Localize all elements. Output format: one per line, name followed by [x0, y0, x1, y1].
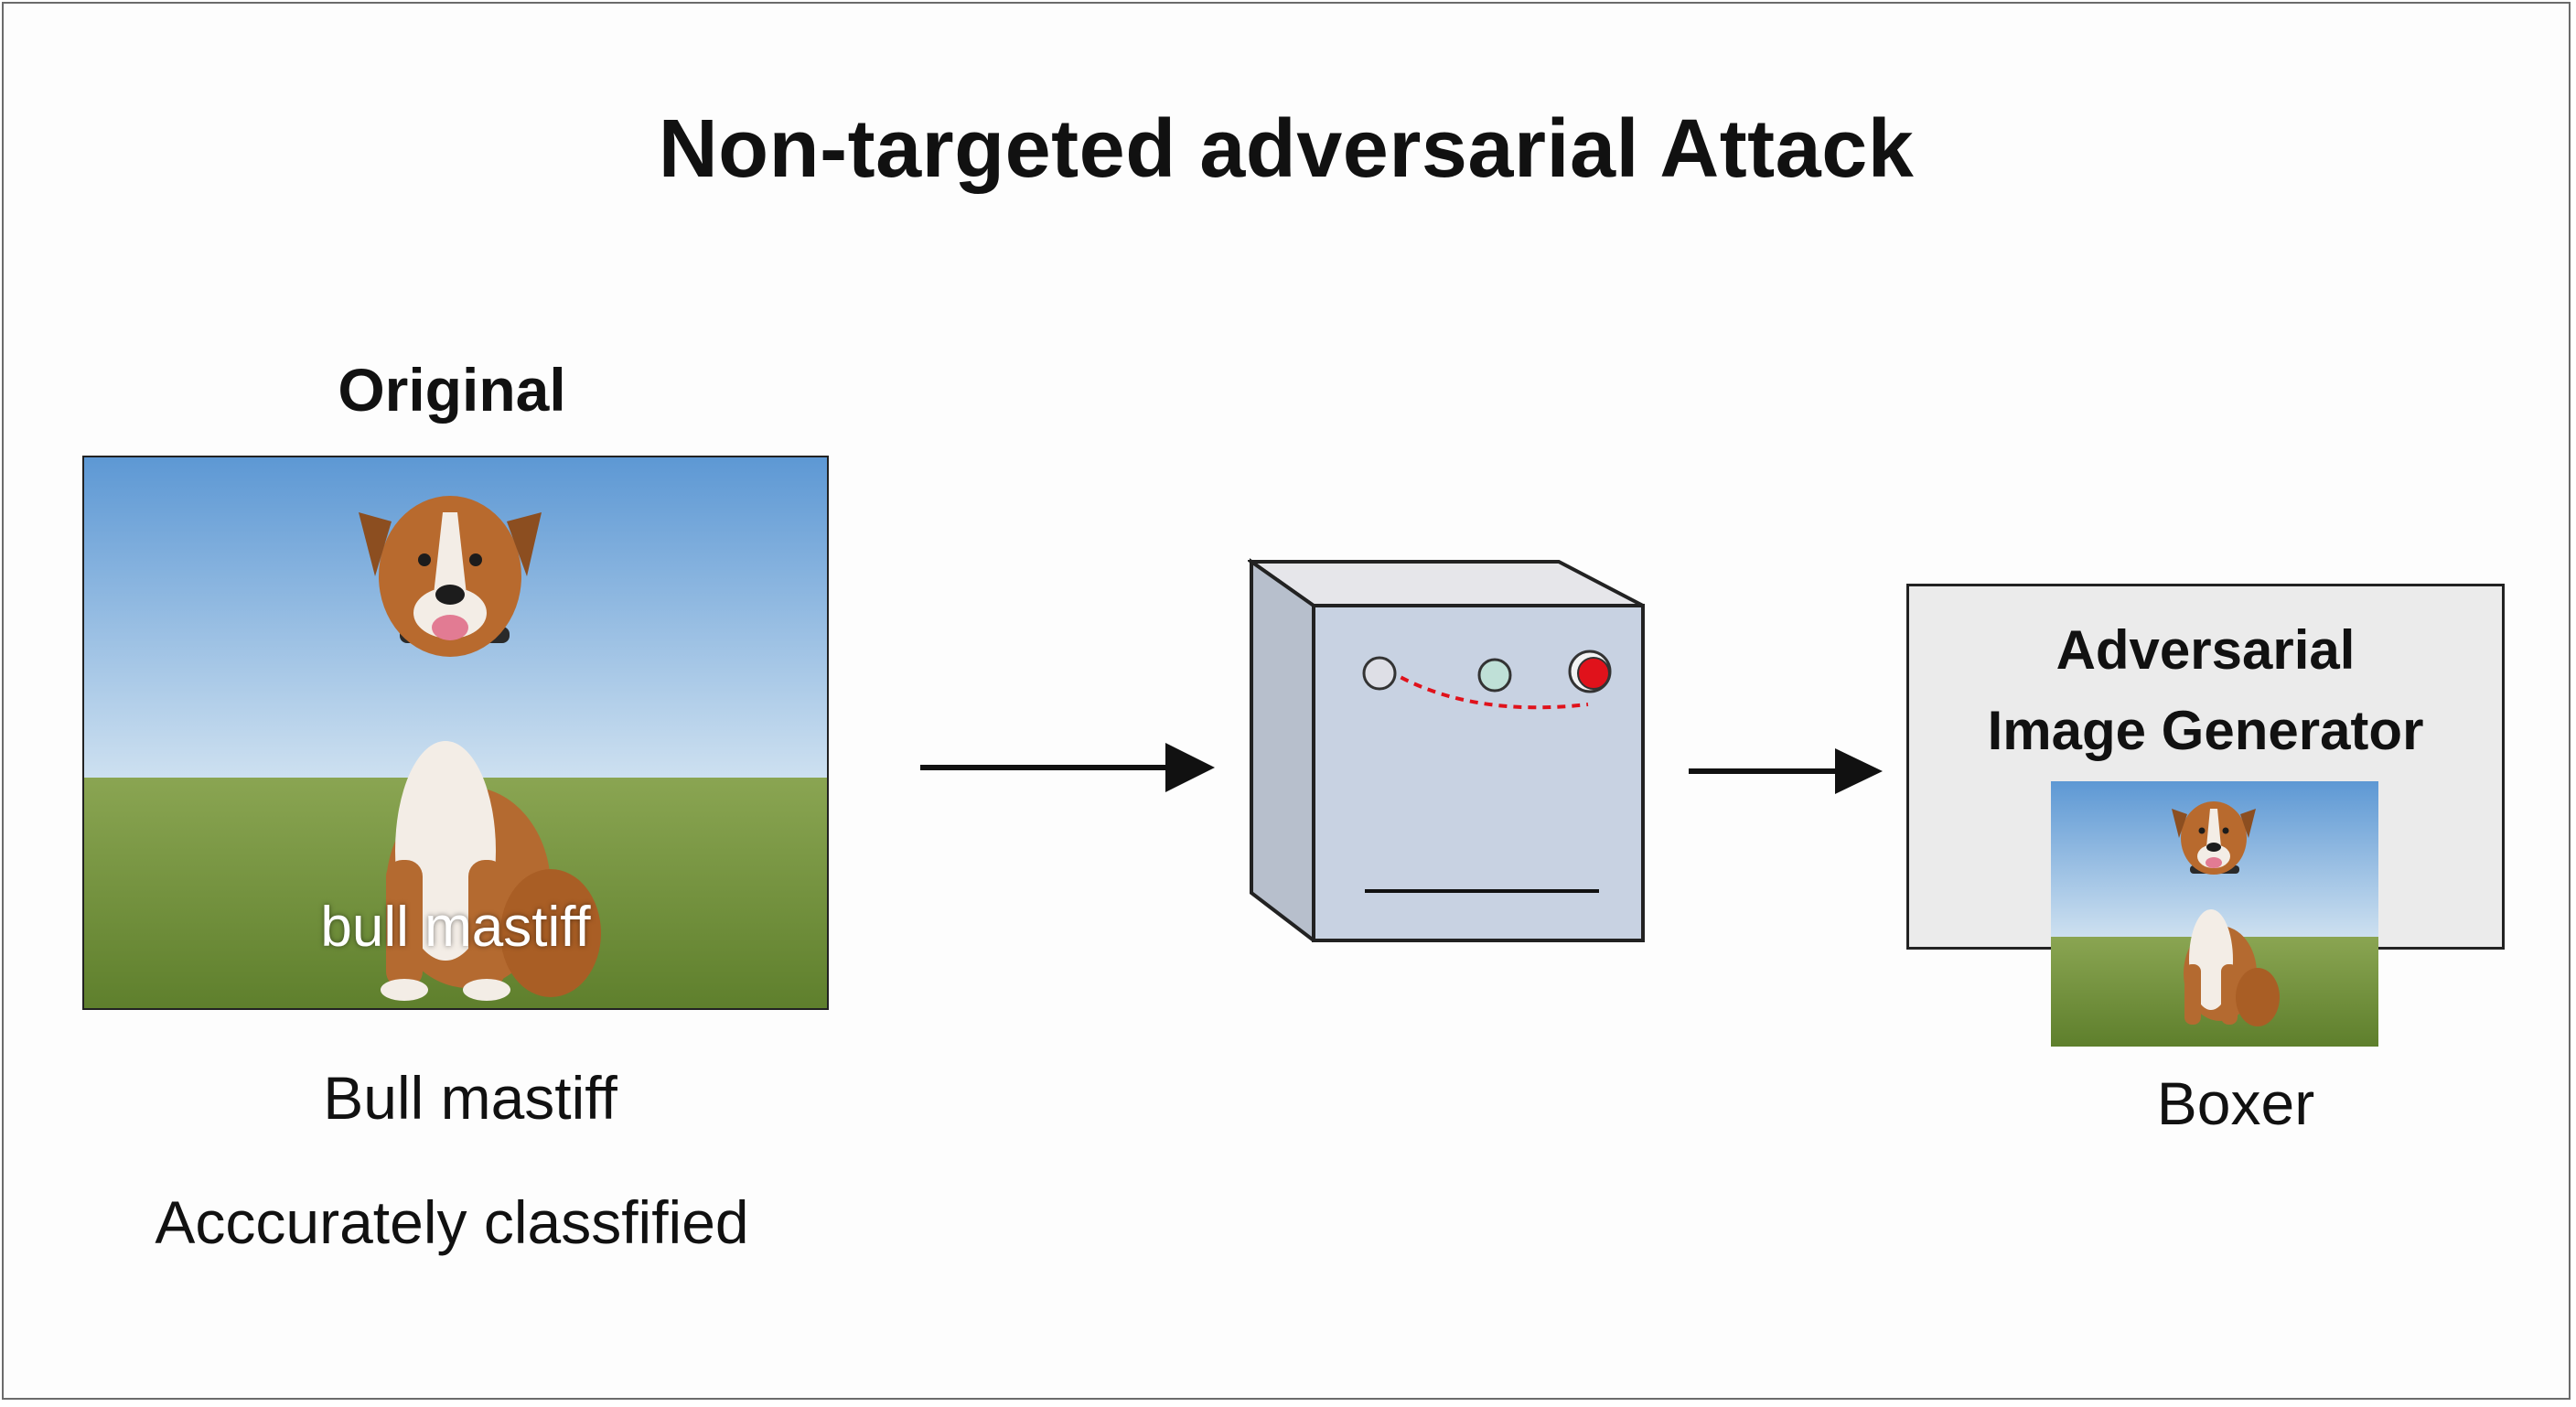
- diagram-title: Non-targeted adversarial Attack: [658, 103, 1915, 195]
- dog-icon: [2172, 801, 2280, 1026]
- classification-status: Acccurately classfified: [155, 1188, 749, 1256]
- generator-title-line2: Image Generator: [1987, 700, 2424, 761]
- output-node-icon: [1577, 657, 1610, 690]
- original-label: Original: [338, 356, 566, 424]
- adversarial-dog-illustration: [2051, 781, 2378, 1047]
- neuron-node-icon: [1362, 656, 1397, 691]
- generator-title-line1: Adversarial: [2055, 619, 2356, 681]
- adversarial-caption: Boxer: [2156, 1069, 2315, 1137]
- photo-overlay-label: bull mastiff: [320, 896, 591, 959]
- generator-title: Adversarial Image Generator: [1909, 610, 2502, 771]
- model-cube-icon: [1248, 558, 1645, 942]
- dog-icon: [359, 496, 601, 1001]
- original-dog-photo: bull mastiff: [82, 456, 829, 1010]
- arrow-right-icon: [920, 743, 1215, 792]
- dog-scene-illustration: [84, 457, 827, 1008]
- arrow-right-icon: [1689, 748, 1883, 794]
- neuron-node-icon: [1477, 658, 1512, 693]
- original-caption: Bull mastiff: [323, 1064, 617, 1132]
- adversarial-dog-photo: [2051, 781, 2378, 1047]
